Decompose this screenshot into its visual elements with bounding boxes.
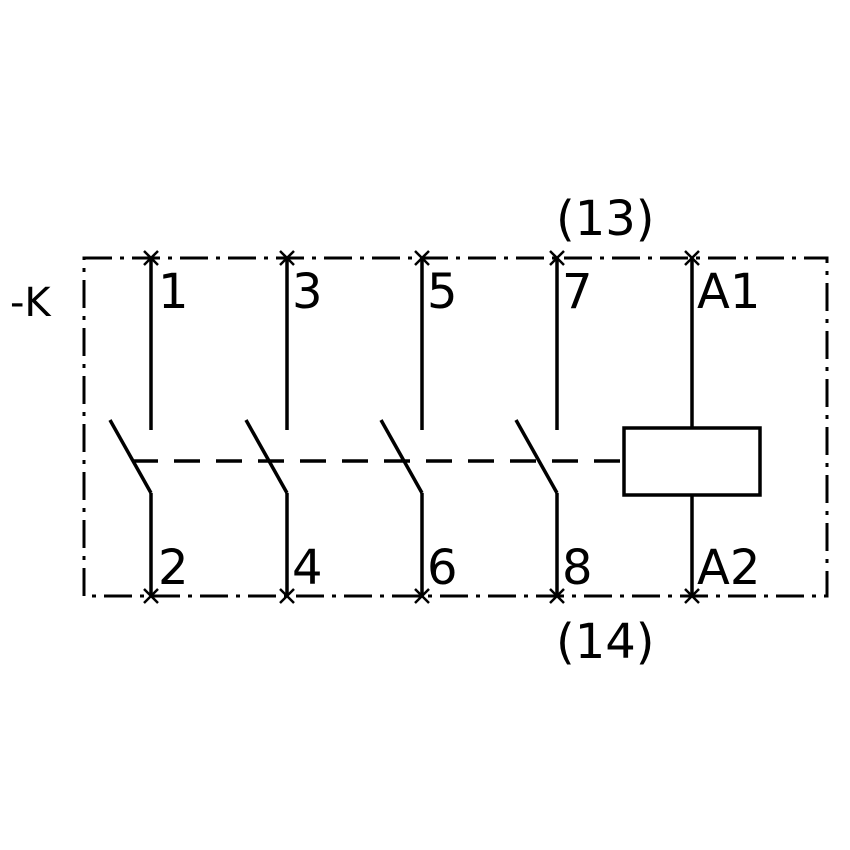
terminal-marker-bottom [143, 588, 159, 604]
terminal-marker-bottom [414, 588, 430, 604]
contact-pole-2 [244, 250, 295, 604]
contact-pole-3 [379, 250, 430, 604]
terminal-marker-bottom [279, 588, 295, 604]
contact-pole-4 [514, 250, 565, 604]
coil [622, 250, 762, 604]
aux-label-13: (13) [556, 191, 655, 247]
terminal-label-4: 4 [292, 540, 323, 596]
terminal-label-5: 5 [427, 264, 458, 320]
terminal-marker-top [414, 250, 430, 266]
contact-pole-1 [108, 250, 159, 604]
terminal-marker-bottom [549, 588, 565, 604]
terminal-marker-top [143, 250, 159, 266]
coil-label-a1: A1 [697, 264, 760, 320]
terminal-marker-top [279, 250, 295, 266]
coil-label-a2: A2 [697, 540, 760, 596]
coil-box [622, 426, 762, 497]
terminal-marker-top [549, 250, 565, 266]
enclosure-frame [82, 256, 829, 598]
terminal-label-2: 2 [158, 540, 189, 596]
terminal-label-7: 7 [562, 264, 593, 320]
terminal-label-6: 6 [427, 540, 458, 596]
terminal-label-3: 3 [292, 264, 323, 320]
terminal-marker-top [684, 250, 700, 266]
aux-label-14: (14) [556, 614, 655, 670]
terminal-label-1: 1 [158, 264, 189, 320]
terminal-label-8: 8 [562, 540, 593, 596]
terminal-marker-bottom [684, 588, 700, 604]
device-label: -K [10, 280, 52, 326]
